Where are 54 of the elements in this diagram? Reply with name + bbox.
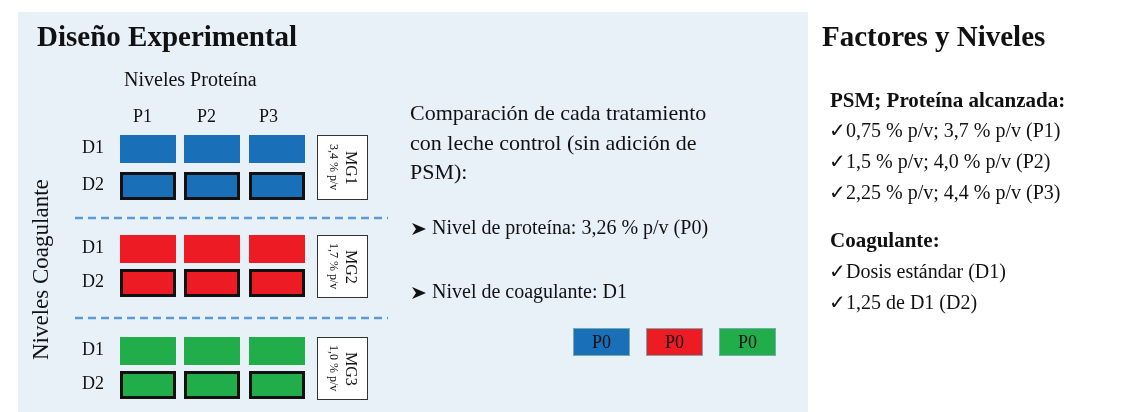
treatment-box: [120, 371, 176, 399]
axis-title: Niveles Coagulante: [28, 178, 54, 363]
group-label-box: [317, 235, 368, 298]
row-label: D2: [82, 174, 104, 195]
treatment-box: [120, 172, 176, 200]
column-label: P3: [259, 106, 278, 127]
treatment-box: [249, 371, 305, 399]
fat-level-label: 1,7 % p/v: [325, 243, 341, 290]
fat-level-label: 3,4 % p/v: [325, 144, 341, 191]
list-item: ✓2,25 % p/v; 4,4 % p/v (P3): [829, 180, 1061, 204]
treatment-box: [249, 235, 305, 263]
column-label: P1: [133, 106, 152, 127]
group-label: MG1: [341, 150, 360, 185]
treatment-box: [184, 235, 240, 263]
treatment-box: [120, 235, 176, 263]
list-item: ✓Dosis estándar (D1): [829, 259, 1006, 283]
treatment-box: [120, 135, 176, 163]
treatment-box: [184, 135, 240, 163]
section-title: Factores y Niveles: [822, 20, 1046, 53]
treatment-box: [249, 269, 305, 297]
row-label: D2: [82, 373, 104, 394]
row-label: D1: [82, 339, 104, 360]
bullet-text: Nivel de coagulante: D1: [432, 280, 627, 303]
control-box: P0: [646, 328, 703, 356]
control-box: P0: [573, 328, 630, 356]
treatment-box: [249, 135, 305, 163]
panel-background: [18, 12, 808, 412]
treatment-box: [120, 337, 176, 365]
control-box: P0: [719, 328, 776, 356]
panel-title: Diseño Experimental: [37, 20, 298, 53]
fat-level-label: 1,0 % p/v: [325, 345, 341, 392]
axis-title: Niveles Proteína: [124, 68, 257, 91]
treatment-box: [184, 269, 240, 297]
group-label-box: [317, 337, 368, 400]
treatment-box: [120, 269, 176, 297]
list-heading: Coagulante:: [830, 228, 940, 253]
treatment-box: [249, 172, 305, 200]
bullet-text: Nivel de proteína: 3,26 % p/v (P0): [432, 216, 709, 239]
treatment-box: [184, 172, 240, 200]
list-item: ✓0,75 % p/v; 3,7 % p/v (P1): [829, 118, 1061, 142]
list-item: ✓1,5 % p/v; 4,0 % p/v (P2): [829, 149, 1051, 173]
treatment-box: [249, 337, 305, 365]
row-label: D1: [82, 137, 104, 158]
column-label: P2: [197, 106, 216, 127]
group-label: MG2: [341, 249, 360, 284]
treatment-box: [184, 371, 240, 399]
list-heading: PSM; Proteína alcanzada:: [830, 88, 1066, 113]
group-label: MG3: [341, 351, 360, 386]
note-text: Comparación de cada tratamiento con leche control (sin adición de PSM):: [410, 99, 708, 187]
group-label-box: [317, 135, 368, 200]
row-label: D1: [82, 237, 104, 258]
treatment-box: [184, 337, 240, 365]
row-label: D2: [82, 271, 104, 292]
list-item: ✓1,25 de D1 (D2): [829, 290, 978, 314]
